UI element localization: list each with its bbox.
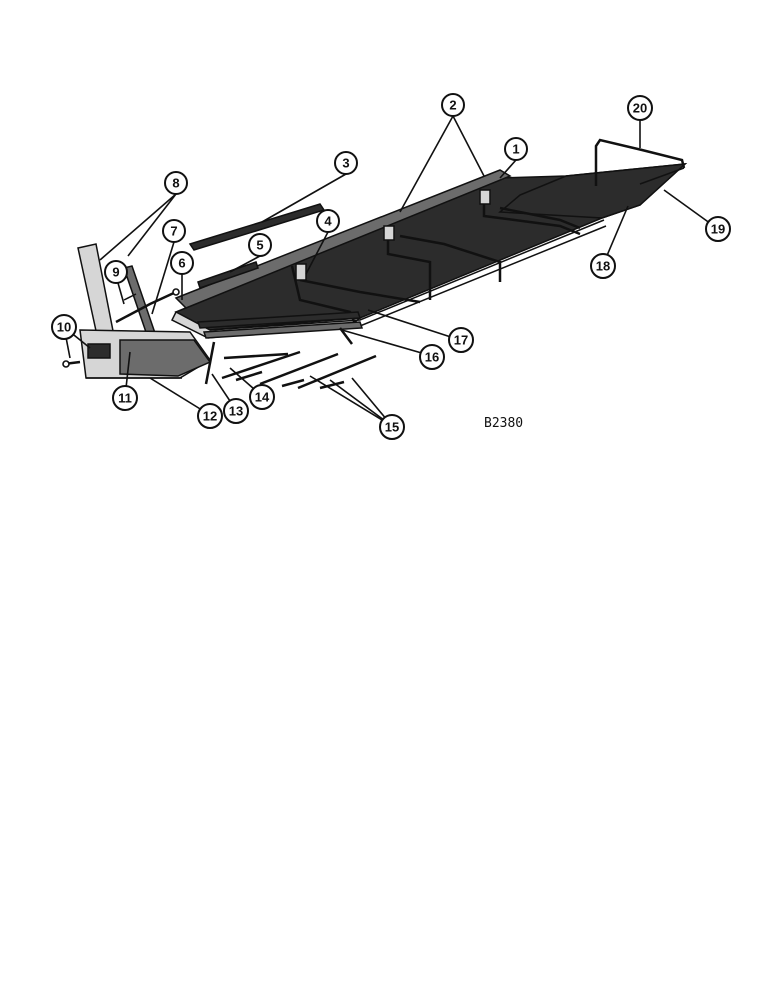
callout-1: 1 (504, 137, 528, 161)
leader-lines (63, 108, 719, 427)
svg-text:3: 3 (342, 156, 349, 171)
callout-3: 3 (334, 151, 358, 175)
callout-7: 7 (162, 219, 186, 243)
svg-text:19: 19 (711, 222, 725, 237)
svg-text:12: 12 (203, 409, 217, 424)
callout-13: 13 (223, 398, 249, 424)
front-chute (79, 329, 212, 379)
callout-8: 8 (164, 171, 188, 195)
callout-16: 16 (419, 344, 445, 370)
callout-12: 12 (197, 403, 223, 429)
svg-text:15: 15 (385, 420, 399, 435)
svg-text:10: 10 (57, 320, 71, 335)
svg-text:13: 13 (229, 404, 243, 419)
svg-text:4: 4 (324, 214, 332, 229)
upright-post (77, 243, 180, 341)
callout-15: 15 (379, 414, 405, 440)
callout-19: 19 (705, 216, 731, 242)
svg-text:16: 16 (425, 350, 439, 365)
lower-channels (196, 311, 364, 345)
callout-20: 20 (627, 95, 653, 121)
svg-text:18: 18 (596, 259, 610, 274)
svg-text:5: 5 (256, 238, 263, 253)
svg-text:17: 17 (454, 333, 468, 348)
callout-5: 5 (248, 233, 272, 257)
bolt (62, 360, 81, 368)
svg-text:2: 2 (449, 98, 456, 113)
callout-4: 4 (316, 209, 340, 233)
figure-code: B2380 (484, 416, 523, 431)
svg-text:7: 7 (170, 224, 177, 239)
callout-2: 2 (441, 93, 465, 117)
callout-6: 6 (170, 251, 194, 275)
svg-text:20: 20 (633, 101, 647, 116)
rear-handle-rod (594, 138, 686, 186)
angle-bars (221, 350, 377, 390)
callout-11: 11 (112, 385, 138, 411)
svg-text:6: 6 (178, 256, 185, 271)
callout-18: 18 (590, 253, 616, 279)
callout-9: 9 (104, 260, 128, 284)
callout-14: 14 (249, 384, 275, 410)
callout-10: 10 (51, 314, 77, 340)
svg-text:1: 1 (512, 142, 519, 157)
svg-text:8: 8 (172, 176, 179, 191)
svg-text:9: 9 (112, 265, 119, 280)
svg-text:14: 14 (255, 390, 270, 405)
small-rods (204, 341, 289, 385)
conveyor-trough (170, 163, 688, 339)
svg-text:11: 11 (118, 391, 132, 406)
callout-17: 17 (448, 327, 474, 353)
